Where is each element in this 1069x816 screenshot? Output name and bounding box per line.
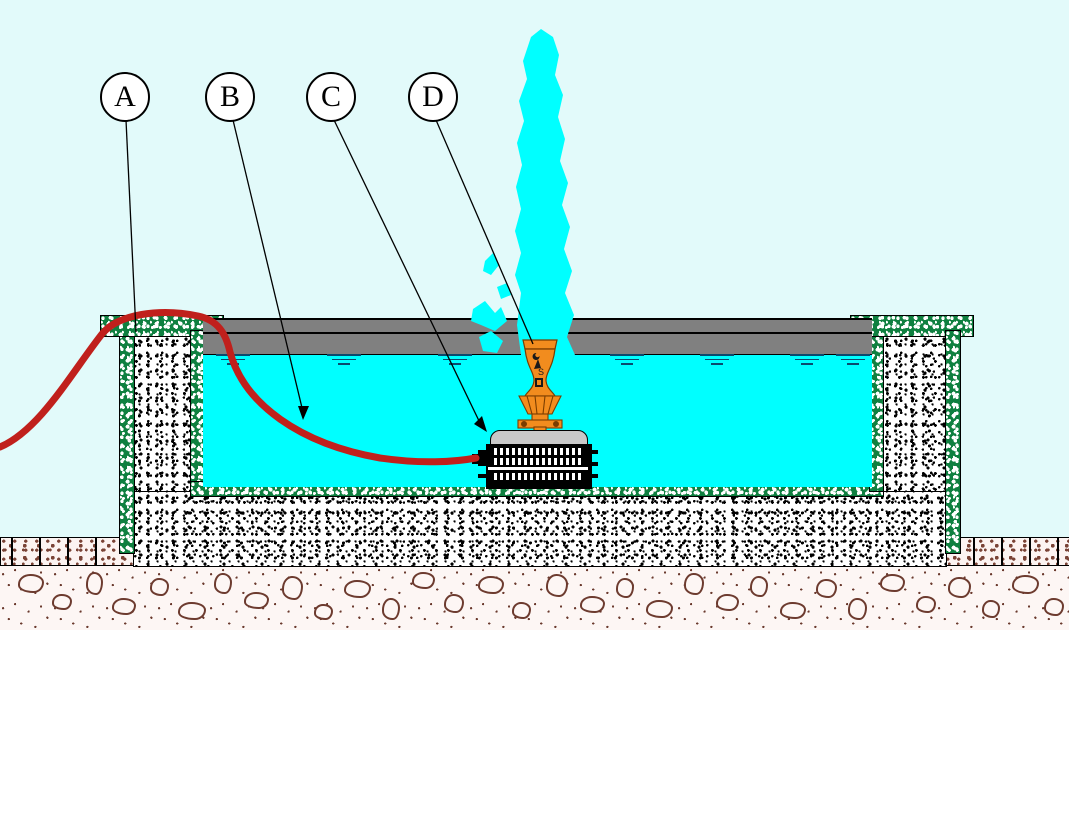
svg-text:S: S xyxy=(538,367,544,377)
gravel-bed xyxy=(0,564,1069,630)
ripple-mark xyxy=(610,354,644,367)
ripple-mark xyxy=(836,354,870,367)
callout-label-a: A xyxy=(114,80,136,113)
callout-badge-c[interactable]: C xyxy=(306,72,356,122)
pool-liner-cap-right xyxy=(850,315,974,337)
ripple-mark xyxy=(700,354,734,367)
callout-badge-a[interactable]: A xyxy=(100,72,150,122)
ripple-mark xyxy=(790,354,824,367)
paving-slabs-left xyxy=(0,537,135,566)
callout-label-c: C xyxy=(320,80,341,113)
callout-badge-d[interactable]: D xyxy=(408,72,458,122)
pool-liner-right-outer xyxy=(945,330,961,554)
ripple-mark xyxy=(438,354,472,367)
pool-liner-left-inner xyxy=(190,330,205,492)
ripple-mark xyxy=(327,354,361,367)
callout-badge-b[interactable]: B xyxy=(205,72,255,122)
pool-liner-left-outer xyxy=(119,330,135,554)
concrete-wall-right xyxy=(872,330,947,492)
water-jet xyxy=(471,29,575,355)
fountain-nozzle: S xyxy=(517,339,563,434)
callout-label-b: B xyxy=(219,80,240,113)
concrete-base-slab xyxy=(133,487,947,567)
pump-filter-housing xyxy=(472,430,598,489)
paving-slabs-right xyxy=(944,537,1069,566)
callout-label-d: D xyxy=(422,80,444,113)
pool-liner-cap-left xyxy=(100,315,224,337)
cable-connector xyxy=(472,454,488,464)
